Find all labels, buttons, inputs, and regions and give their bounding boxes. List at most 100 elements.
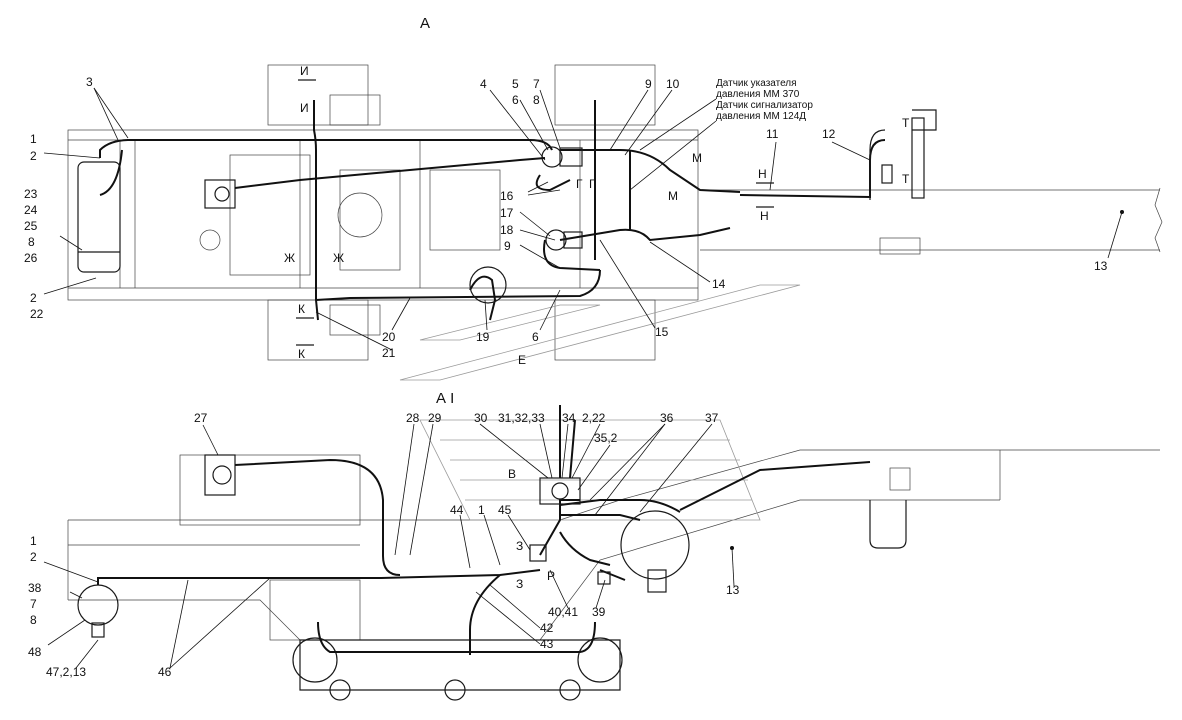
mark-n: Н	[758, 167, 767, 181]
label-20: 20	[382, 330, 396, 344]
label-7: 7	[533, 77, 540, 91]
label-46: 46	[158, 665, 172, 679]
label-39: 39	[592, 605, 606, 619]
mark-t: Т	[902, 116, 910, 130]
label-22: 22	[30, 307, 44, 321]
label-40-41: 40,41	[548, 605, 578, 619]
top-view-title: А	[420, 15, 430, 32]
label-17: 17	[500, 206, 514, 220]
label-43: 43	[540, 637, 554, 651]
rear-tank-side	[620, 467, 911, 593]
label-9: 9	[645, 77, 652, 91]
compressor-top	[204, 179, 236, 209]
label-31-33: 31,32,33	[498, 411, 545, 425]
label-45: 45	[498, 503, 512, 517]
label-1-left: 1	[30, 534, 37, 548]
wheels-top	[267, 64, 656, 361]
valves-side	[529, 477, 611, 585]
section-marks-top: И И Ж Ж К К М М Н Н Т Т Г Г Е	[284, 64, 910, 367]
label-10: 10	[666, 77, 680, 91]
sensor2-line2: давления ММ 124Д	[716, 111, 806, 122]
label-7-side: 7	[30, 597, 37, 611]
mark-n-prime: Н	[760, 209, 769, 223]
label-1: 1	[30, 132, 37, 146]
label-4: 4	[480, 77, 487, 91]
label-34: 34	[562, 411, 576, 425]
mark-m: М	[692, 151, 702, 165]
mark-i-prime: И	[300, 101, 309, 115]
mark-k: К	[298, 302, 305, 316]
section-marks-side: В З З Р	[508, 467, 555, 591]
label-9b: 9	[504, 239, 511, 253]
compressor-side	[204, 454, 236, 496]
mark-r: Р	[547, 569, 555, 583]
sensor-notes: Датчик указателя давления ММ 370 Датчик …	[629, 78, 813, 191]
label-6: 6	[512, 93, 519, 107]
leaders-side	[43, 423, 735, 669]
receiver-tank-top	[77, 161, 121, 273]
label-8-side: 8	[30, 613, 37, 627]
top-view: А	[24, 15, 1163, 381]
mark-t-prime: Т	[902, 172, 910, 186]
label-37: 37	[705, 411, 719, 425]
label-27: 27	[194, 411, 208, 425]
label-26: 26	[24, 251, 38, 265]
mark-z: З	[516, 539, 523, 553]
label-3: 3	[86, 75, 93, 89]
label-2: 2	[30, 149, 37, 163]
mark-v: В	[508, 467, 516, 481]
label-29: 29	[428, 411, 442, 425]
mark-g: Г	[576, 177, 583, 191]
label-8: 8	[28, 235, 35, 249]
label-38: 38	[28, 581, 42, 595]
mark-zh-right: Ж	[333, 251, 344, 265]
labels-top: 3 1 2 23 24 25 8 26 2 22 4 5 6 7 8 9 10 …	[24, 75, 1108, 360]
label-19: 19	[476, 330, 490, 344]
chassis-side	[67, 449, 1160, 641]
rear-bracket	[869, 109, 937, 200]
label-25: 25	[24, 219, 38, 233]
engine-top	[199, 154, 501, 276]
label-28: 28	[406, 411, 420, 425]
mark-zh-left: Ж	[284, 251, 295, 265]
drawbar	[700, 187, 1163, 255]
sensor1-line2: давления ММ 370	[716, 89, 800, 100]
label-30: 30	[474, 411, 488, 425]
hatch-plates	[399, 284, 801, 381]
label-13: 13	[1094, 259, 1108, 273]
mark-k-prime: К	[298, 347, 305, 361]
label-47-2-13: 47,2,13	[46, 665, 86, 679]
label-23: 23	[24, 187, 38, 201]
mark-m-prime: М	[668, 189, 678, 203]
label-15: 15	[655, 325, 669, 339]
label-2-left: 2	[30, 550, 37, 564]
sensor1-line1: Датчик указателя	[716, 78, 797, 89]
label-8b: 8	[533, 93, 540, 107]
mark-g-prime: Г	[589, 177, 596, 191]
label-1-side: 1	[478, 503, 485, 517]
label-16: 16	[500, 189, 514, 203]
label-12: 12	[822, 127, 836, 141]
side-view-title: А I	[436, 390, 454, 407]
frame-rails	[67, 129, 699, 301]
front-receiver-side	[77, 584, 119, 638]
mark-i: И	[300, 64, 309, 78]
label-35-2: 35,2	[594, 431, 618, 445]
label-48: 48	[28, 645, 42, 659]
leaders-top	[43, 87, 1124, 351]
bogie-side	[292, 637, 623, 701]
label-5: 5	[512, 77, 519, 91]
mark-z-prime: З	[516, 577, 523, 591]
label-13-side: 13	[726, 583, 740, 597]
valves-top	[469, 146, 583, 304]
label-42: 42	[540, 621, 554, 635]
label-24: 24	[24, 203, 38, 217]
label-2-22: 2,22	[582, 411, 606, 425]
label-36: 36	[660, 411, 674, 425]
label-6b: 6	[532, 330, 539, 344]
label-44: 44	[450, 503, 464, 517]
side-view: А I	[28, 390, 1160, 701]
label-2b: 2	[30, 291, 37, 305]
